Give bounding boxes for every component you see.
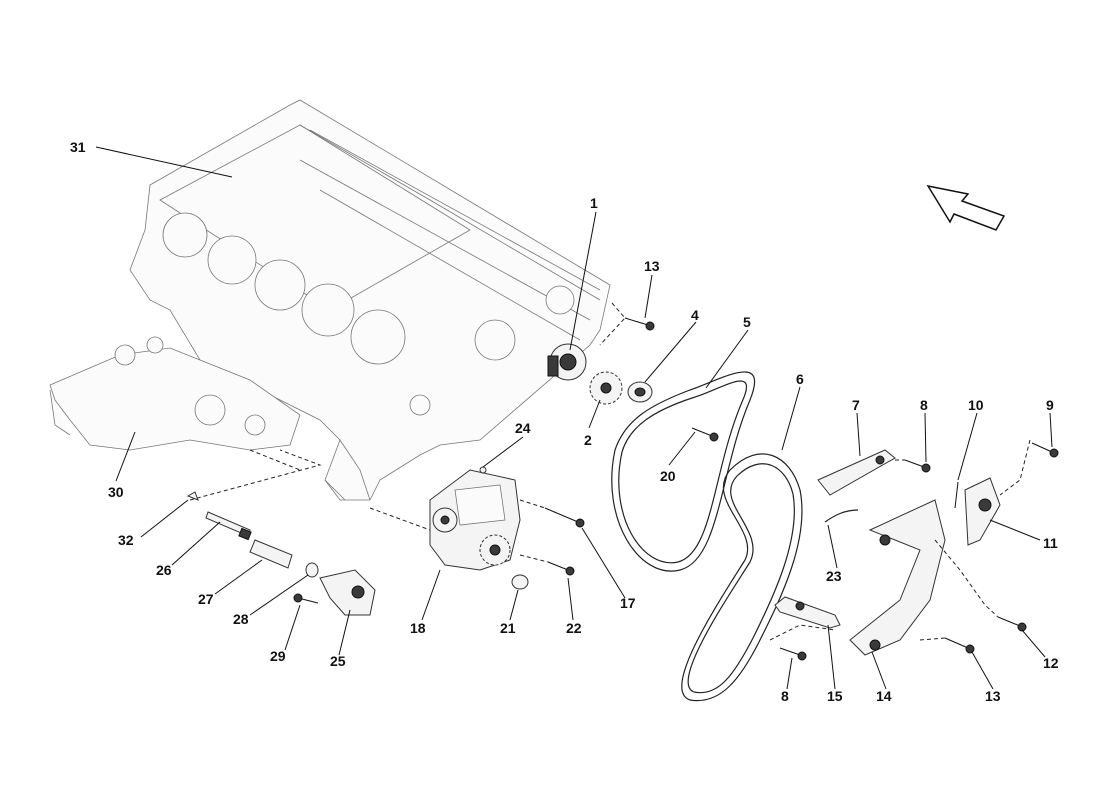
bolt[interactable] xyxy=(544,507,585,528)
callout-14[interactable]: 14 xyxy=(876,688,892,704)
bolt[interactable] xyxy=(1031,442,1059,458)
pin[interactable] xyxy=(954,481,959,509)
timing-chain-lower[interactable] xyxy=(681,453,803,702)
water-pump-housing[interactable] xyxy=(49,336,301,451)
sprocket[interactable] xyxy=(589,371,623,405)
callout-25[interactable]: 25 xyxy=(330,653,346,669)
bolt[interactable] xyxy=(624,317,655,331)
callout-10[interactable]: 10 xyxy=(968,397,984,413)
callout-12[interactable]: 12 xyxy=(1043,655,1059,671)
callout-28[interactable]: 28 xyxy=(233,611,249,627)
callout-5[interactable]: 5 xyxy=(743,314,751,330)
bracket[interactable] xyxy=(319,569,376,616)
callout-26[interactable]: 26 xyxy=(156,562,172,578)
callout-24[interactable]: 24 xyxy=(515,420,531,436)
callout-23[interactable]: 23 xyxy=(826,568,842,584)
callout-13-upper[interactable]: 13 xyxy=(644,258,660,274)
chain-tensioner[interactable] xyxy=(964,477,1001,546)
callout-11[interactable]: 11 xyxy=(1043,535,1058,551)
callout-2[interactable]: 2 xyxy=(584,432,592,448)
callout-32[interactable]: 32 xyxy=(118,532,134,548)
callout-8-upper[interactable]: 8 xyxy=(920,397,928,413)
callout-15[interactable]: 15 xyxy=(827,688,843,704)
leader-lines xyxy=(95,146,1053,690)
direction-arrow-icon xyxy=(926,184,1006,231)
callout-labels: 31 1 13 4 5 6 2 20 24 7 8 10 9 30 32 26 … xyxy=(70,139,1059,704)
hose[interactable] xyxy=(824,509,859,523)
callout-30[interactable]: 30 xyxy=(108,484,124,500)
bolt[interactable] xyxy=(779,647,807,661)
bushing[interactable] xyxy=(627,381,653,403)
bolt[interactable] xyxy=(944,637,975,654)
oil-pump[interactable] xyxy=(429,469,521,571)
engine-block[interactable] xyxy=(129,99,611,501)
bolt[interactable] xyxy=(293,593,319,604)
callout-1[interactable]: 1 xyxy=(590,195,598,211)
callout-17[interactable]: 17 xyxy=(620,595,636,611)
callout-6[interactable]: 6 xyxy=(796,371,804,387)
callout-9[interactable]: 9 xyxy=(1046,397,1054,413)
bolt[interactable] xyxy=(904,459,931,473)
bolt[interactable] xyxy=(691,427,719,442)
chain-guide[interactable] xyxy=(774,596,841,629)
assembly-lines xyxy=(189,302,1031,641)
drive-shaft[interactable] xyxy=(205,511,252,541)
callout-29[interactable]: 29 xyxy=(270,648,286,664)
callout-7[interactable]: 7 xyxy=(852,397,860,413)
clip[interactable] xyxy=(186,491,199,501)
callout-22[interactable]: 22 xyxy=(566,620,582,636)
callout-18[interactable]: 18 xyxy=(410,620,426,636)
ring[interactable] xyxy=(305,562,319,578)
callout-27[interactable]: 27 xyxy=(198,591,214,607)
callout-13-lower[interactable]: 13 xyxy=(985,688,1001,704)
callout-8-lower[interactable]: 8 xyxy=(781,688,789,704)
callout-4[interactable]: 4 xyxy=(691,307,699,323)
clip[interactable] xyxy=(479,466,487,474)
timing-chain-upper[interactable] xyxy=(611,371,756,572)
bolt[interactable] xyxy=(997,616,1027,632)
o-ring[interactable] xyxy=(511,574,529,590)
oil-pump-drive[interactable] xyxy=(547,343,587,381)
callout-21[interactable]: 21 xyxy=(500,620,516,636)
tensioner-arm[interactable] xyxy=(849,499,946,656)
sleeve[interactable] xyxy=(249,539,293,569)
bolt[interactable] xyxy=(547,561,575,576)
chain-guide-rail[interactable] xyxy=(817,449,896,496)
callout-31[interactable]: 31 xyxy=(70,139,86,155)
callout-20[interactable]: 20 xyxy=(660,468,676,484)
